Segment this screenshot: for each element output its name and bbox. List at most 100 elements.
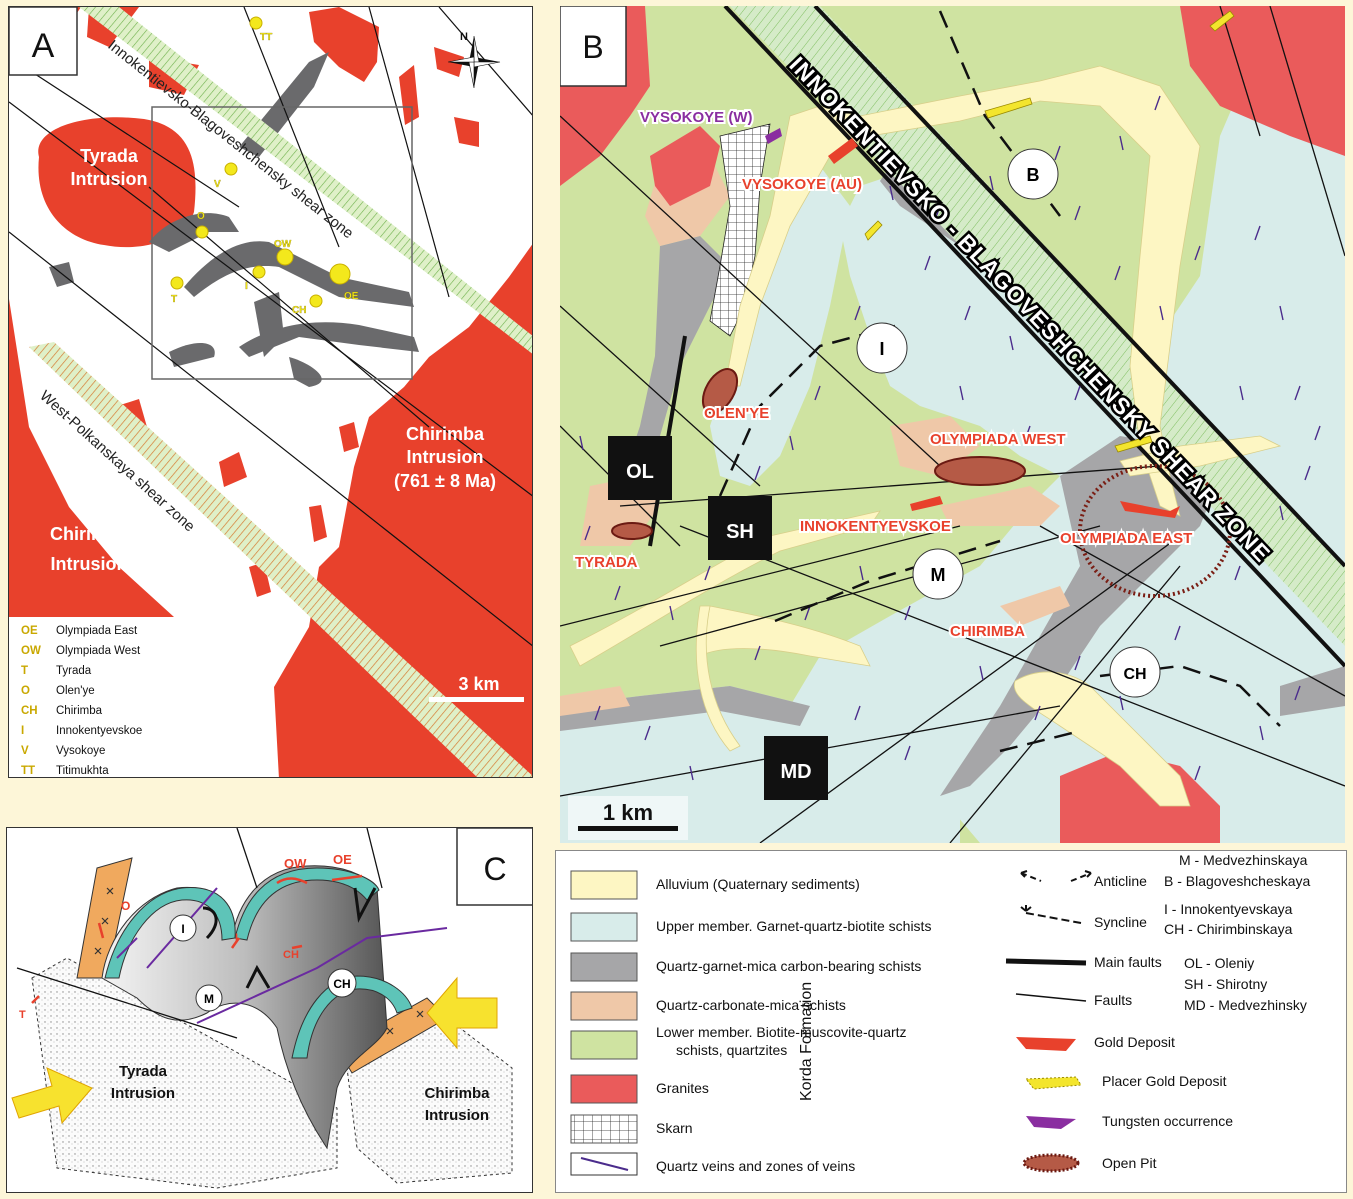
quartz-vein — [924, 255, 931, 271]
quartz-vein — [989, 175, 994, 191]
legend-anticline: Anticline — [1094, 873, 1147, 889]
legend-swatch — [570, 1030, 638, 1060]
panel-b-scale-bar — [578, 826, 678, 831]
panel-a-legend-name: Innokentyevskoe — [56, 725, 142, 737]
label-olenye: OLEN'YE — [704, 405, 769, 422]
quartz-vein — [689, 765, 694, 781]
legend-units: Alluvium (Quaternary sediments)Upper mem… — [570, 870, 931, 1176]
c-label-i: I — [181, 922, 184, 936]
olympiada-east-pit — [1078, 464, 1232, 598]
ore-horizon-top — [234, 867, 380, 941]
label-o: O — [197, 211, 205, 222]
quartz-vein — [584, 525, 591, 541]
quartz-vein — [1294, 685, 1301, 701]
quartz-vein — [1074, 385, 1081, 401]
tyrada-label-2: Intrusion — [71, 169, 148, 189]
quartz-vein — [964, 305, 971, 321]
panel-a: TT V O OW I T CH OE Innokentievsko-Blago… — [8, 6, 533, 778]
c-tyrada-2: Intrusion — [111, 1085, 175, 1102]
label-sh: SH — [726, 521, 754, 543]
panel-a-legend-code: T — [21, 665, 28, 677]
quartz-vein — [1159, 305, 1164, 321]
quartz-vein — [754, 465, 761, 481]
legend-swatch — [570, 912, 638, 942]
chirimba-ne-label-2: Intrusion — [407, 447, 484, 467]
c-chirimba-1: Chirimba — [424, 1085, 490, 1102]
legend-swatch — [570, 870, 638, 900]
chirimba-ne-age: (761 ± 8 Ma) — [394, 471, 496, 491]
quartz-vein — [804, 605, 811, 621]
label-md: MD — [780, 761, 811, 783]
legend-swatch — [570, 1114, 638, 1144]
legend-syncline: Syncline — [1094, 914, 1147, 930]
label-fold-b: B — [1027, 165, 1040, 185]
panel-a-legend-name: Olympiada West — [56, 645, 141, 657]
quartz-vein — [1174, 625, 1181, 641]
quartz-vein — [1294, 385, 1301, 401]
quartz-vein — [1024, 425, 1031, 441]
gold-deposits-b — [828, 138, 1180, 518]
label-chirimba: CHIRIMBA — [950, 623, 1025, 640]
panel-b-map: INNOKENTIEVSKO - BLAGOVESHCHENSKY SHEAR … — [560, 6, 1345, 843]
quartz-vein — [859, 565, 864, 581]
tyrada-label-1: Tyrada — [80, 146, 139, 166]
legend-fold-m: M - Medvezhinskaya — [1179, 852, 1308, 868]
panel-a-legend — [9, 617, 269, 777]
quartz-vein — [1194, 765, 1201, 781]
faults-c — [16, 828, 383, 1039]
legend-swatch — [570, 952, 638, 982]
quartz-vein — [1154, 95, 1161, 111]
chirimba-block — [346, 1017, 513, 1184]
c-label-ow: OW — [284, 856, 307, 871]
legend-fold-ch: CH - Chirimbinskaya — [1164, 921, 1293, 937]
panel-b-letter: B — [582, 29, 603, 65]
label-fold-m: M — [931, 565, 946, 585]
chirimba-sw-label-2: Intrusion — [51, 554, 128, 574]
quartz-veins — [579, 95, 1321, 781]
fault-labels: OL SH MD — [608, 436, 828, 800]
panel-a-legend-code: CH — [21, 705, 38, 717]
panel-a-legend-name: Titimukhta — [56, 765, 109, 777]
c-label-oe: OE — [333, 852, 352, 867]
north-label: N — [460, 31, 468, 43]
label-tt: TT — [260, 32, 272, 43]
deposit-markers — [170, 16, 351, 308]
label-olympiada-east: OLYMPIADA EAST — [1060, 530, 1192, 547]
panel-a-map: TT V O OW I T CH OE Innokentievsko-Blago… — [9, 7, 532, 777]
korda-formation-label: Korda Formation — [798, 982, 815, 1101]
panel-a-scale-label: 3 km — [458, 674, 499, 694]
quartz-vein — [1194, 245, 1201, 261]
panel-a-legend-code: I — [21, 725, 24, 737]
quartz-vein — [889, 185, 894, 201]
legend-main-faults: Main faults — [1094, 954, 1162, 970]
compression-arrow-left-icon — [11, 1067, 93, 1125]
quartz-vein — [1074, 655, 1081, 671]
panel-c: OW OE O I CH T I M CH Tyrada Intrusion C… — [6, 827, 533, 1193]
quartz-vein — [1034, 705, 1041, 721]
panel-a-letter: A — [32, 27, 55, 65]
quartz-vein — [1114, 265, 1121, 281]
quartz-vein — [1009, 335, 1014, 351]
legend-fault-sh: SH - Shirotny — [1184, 976, 1267, 992]
legend-unit-label-cont: schists, quartzites — [676, 1042, 787, 1058]
label-olympiada-west: OLYMPIADA WEST — [930, 431, 1066, 448]
label-i: I — [245, 281, 248, 292]
legend-svg: Alluvium (Quaternary sediments)Upper mem… — [570, 852, 1311, 1176]
compression-arrow-right-icon — [426, 976, 498, 1050]
quartz-vein — [904, 605, 911, 621]
legend-unit-label: Alluvium (Quaternary sediments) — [656, 876, 860, 892]
panel-a-legend-name: Vysokoye — [56, 745, 105, 757]
legend-unit-label: Quartz veins and zones of veins — [656, 1158, 855, 1174]
quartz-vein — [1119, 695, 1124, 711]
quartz-vein — [1074, 205, 1081, 221]
wp-shear-zone — [29, 342, 532, 777]
panel-a-letter-box — [9, 7, 78, 76]
label-vysokoye-w: VYSOKOYE (W) — [640, 109, 753, 126]
legend-unit-label: Granites — [656, 1080, 709, 1096]
quartz-vein — [959, 385, 964, 401]
quartz-vein — [579, 435, 584, 451]
north-arrow-icon: N — [447, 31, 501, 89]
legend-placer-gold: Placer Gold Deposit — [1102, 1073, 1227, 1089]
legend-open-pit: Open Pit — [1102, 1155, 1157, 1171]
quartz-vein — [854, 305, 861, 321]
